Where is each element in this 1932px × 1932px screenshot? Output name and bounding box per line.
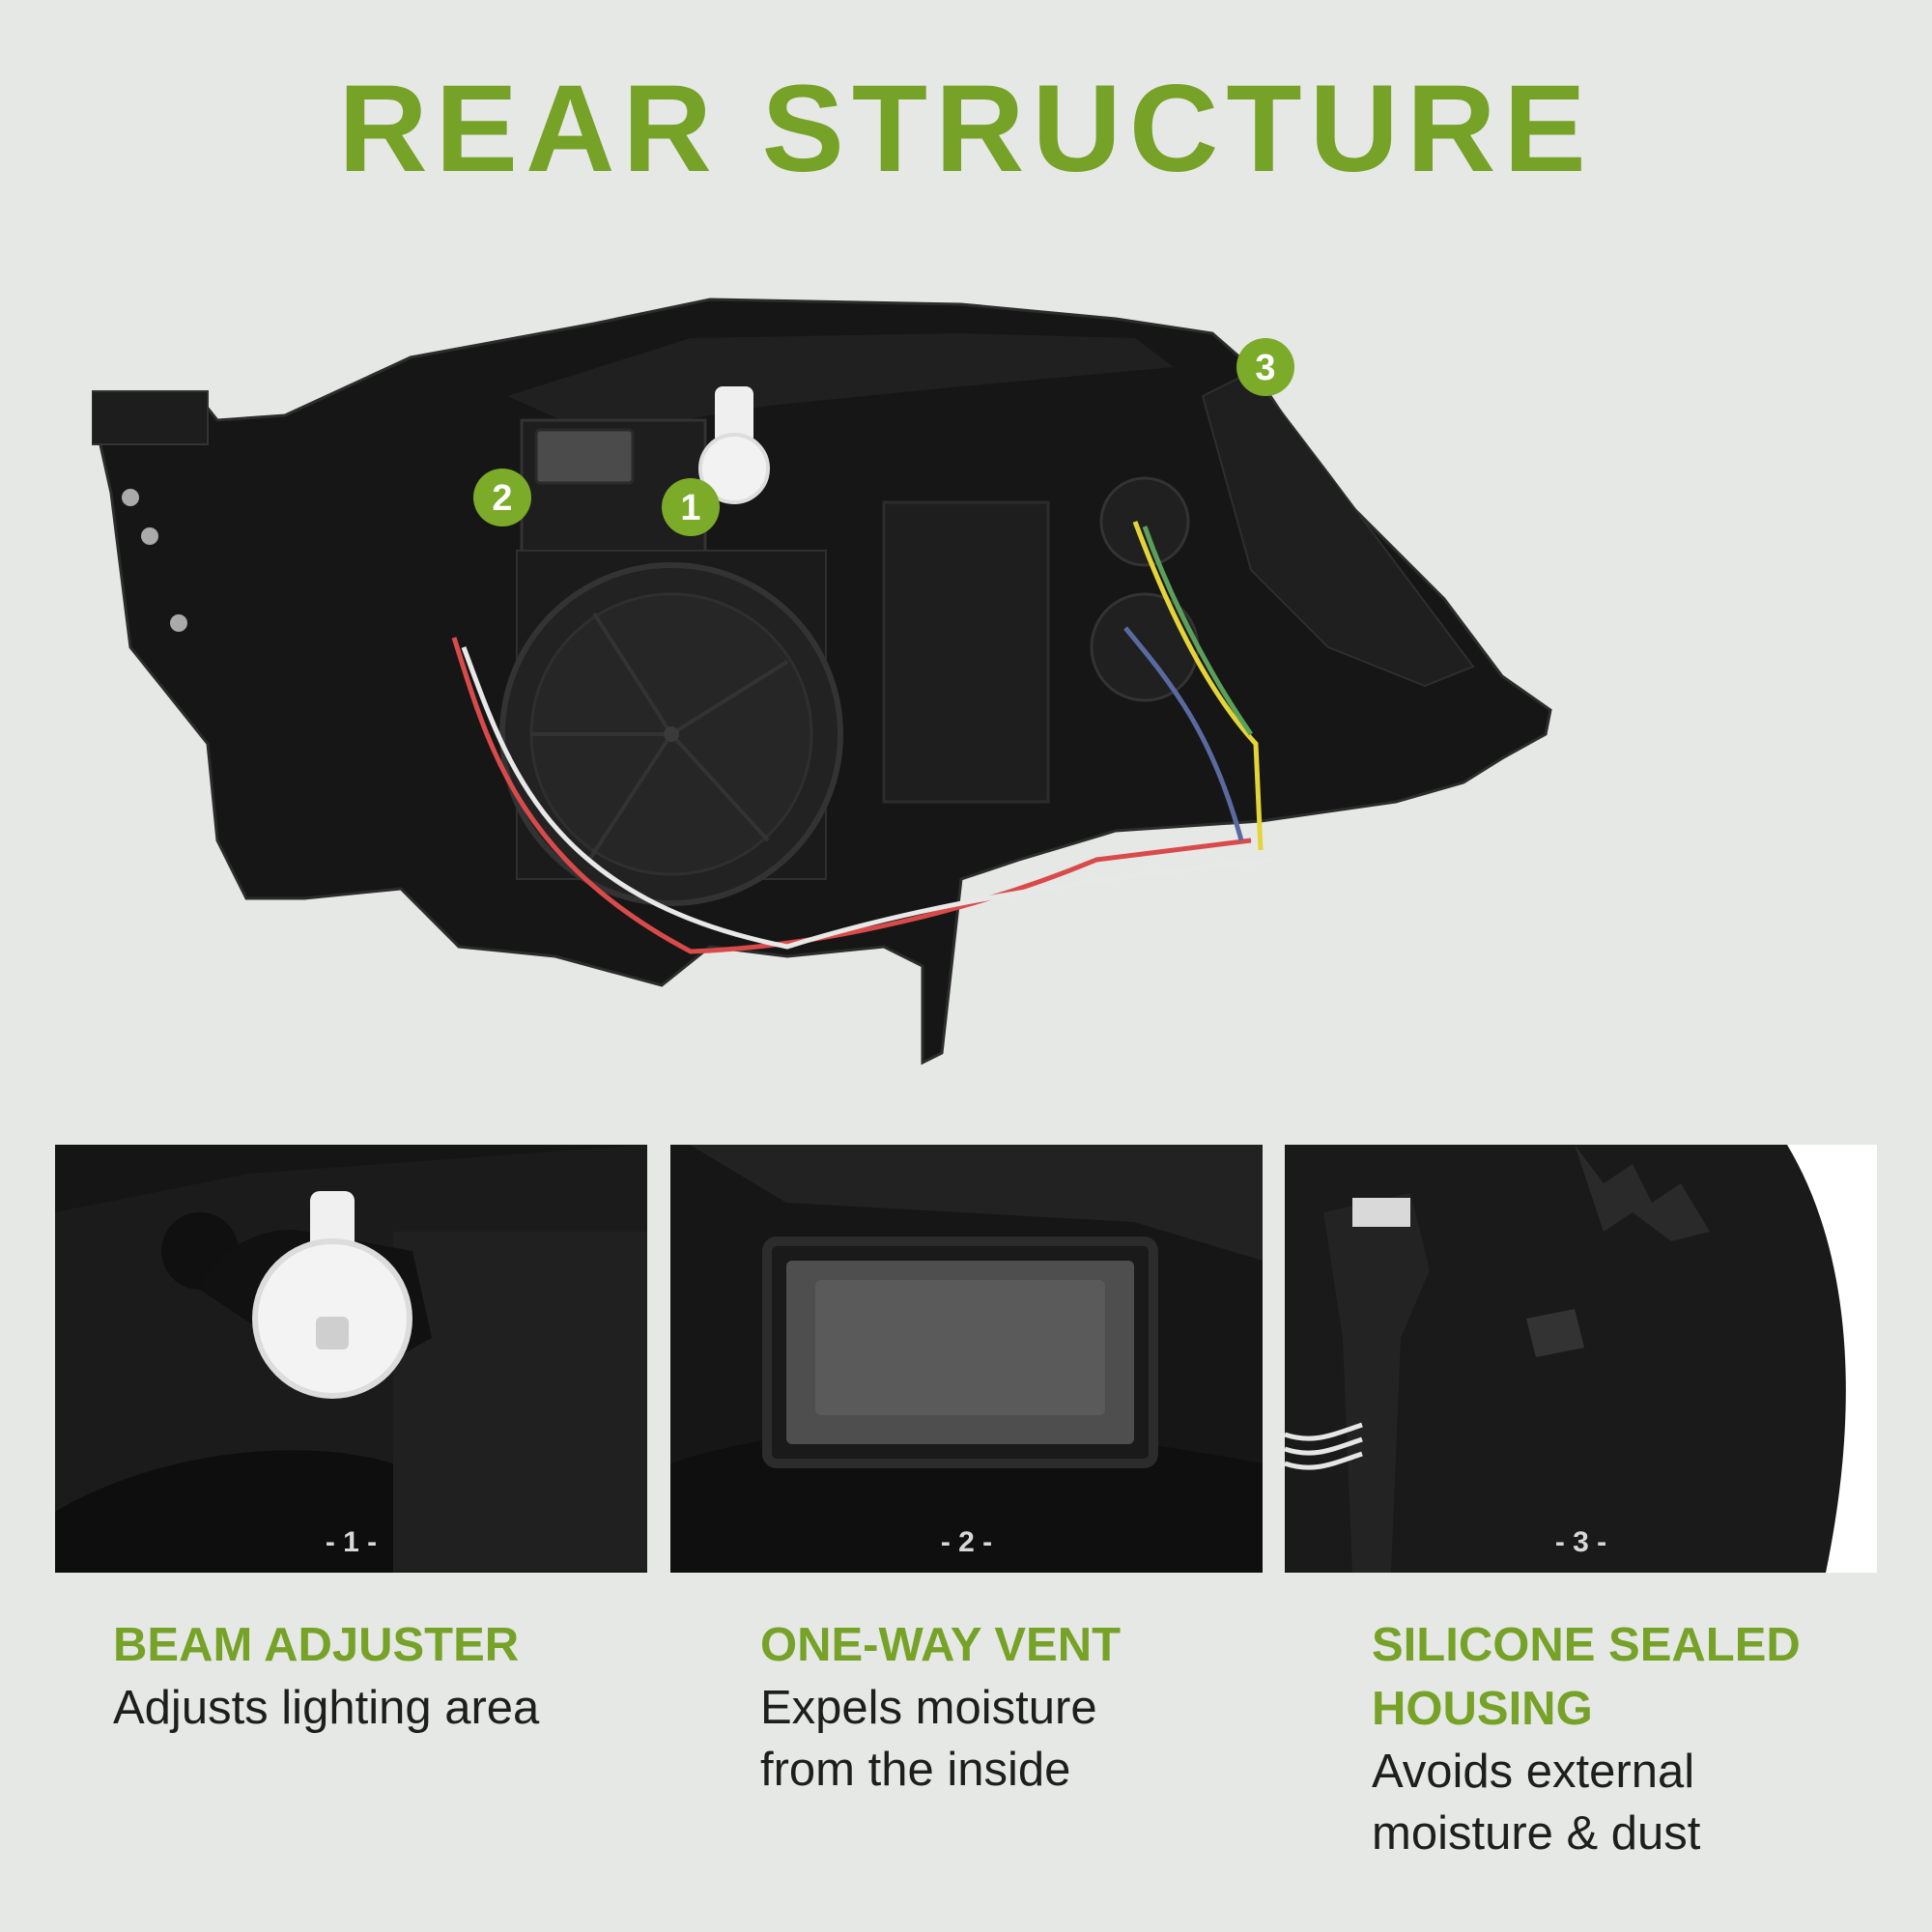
svg-text:3: 3 xyxy=(1255,348,1275,388)
marker-3: 3 xyxy=(1236,338,1294,396)
feature-beam-adjuster: BEAM ADJUSTER Adjusts lighting area xyxy=(113,1613,615,1739)
panel-number: - 2 - xyxy=(940,1526,993,1558)
feature-title: SILICONE SEALED HOUSING xyxy=(1372,1619,1801,1735)
svg-text:2: 2 xyxy=(492,478,512,519)
panel-beam-adjuster: - 1 - xyxy=(55,1145,647,1573)
panel-sealed-housing: - 3 - xyxy=(1285,1145,1877,1573)
feature-title: BEAM ADJUSTER xyxy=(113,1619,520,1671)
svg-text:1: 1 xyxy=(680,488,700,528)
panel-number: - 1 - xyxy=(325,1526,378,1558)
marker-2: 2 xyxy=(473,469,531,526)
page-title: REAR STRUCTURE xyxy=(338,60,1594,198)
panel-number: - 3 - xyxy=(1554,1526,1607,1558)
beam-adjuster-gear xyxy=(698,433,770,504)
feature-description: Avoids external moisture & dust xyxy=(1372,1746,1701,1860)
feature-one-way-vent: ONE-WAY VENT Expels moisture from the in… xyxy=(760,1613,1185,1801)
marker-1: 1 xyxy=(662,478,720,536)
feature-sealed-housing: SILICONE SEALED HOUSING Avoids external … xyxy=(1372,1613,1855,1864)
feature-description: Expels moisture from the inside xyxy=(760,1682,1097,1796)
seal-label xyxy=(1352,1198,1410,1227)
feature-title: ONE-WAY VENT xyxy=(760,1619,1122,1671)
panel-one-way-vent: - 2 - xyxy=(670,1145,1263,1573)
feature-description: Adjusts lighting area xyxy=(113,1682,540,1734)
headlight-rear-image: 1 2 3 xyxy=(92,280,1850,1082)
vent-window xyxy=(534,428,635,485)
